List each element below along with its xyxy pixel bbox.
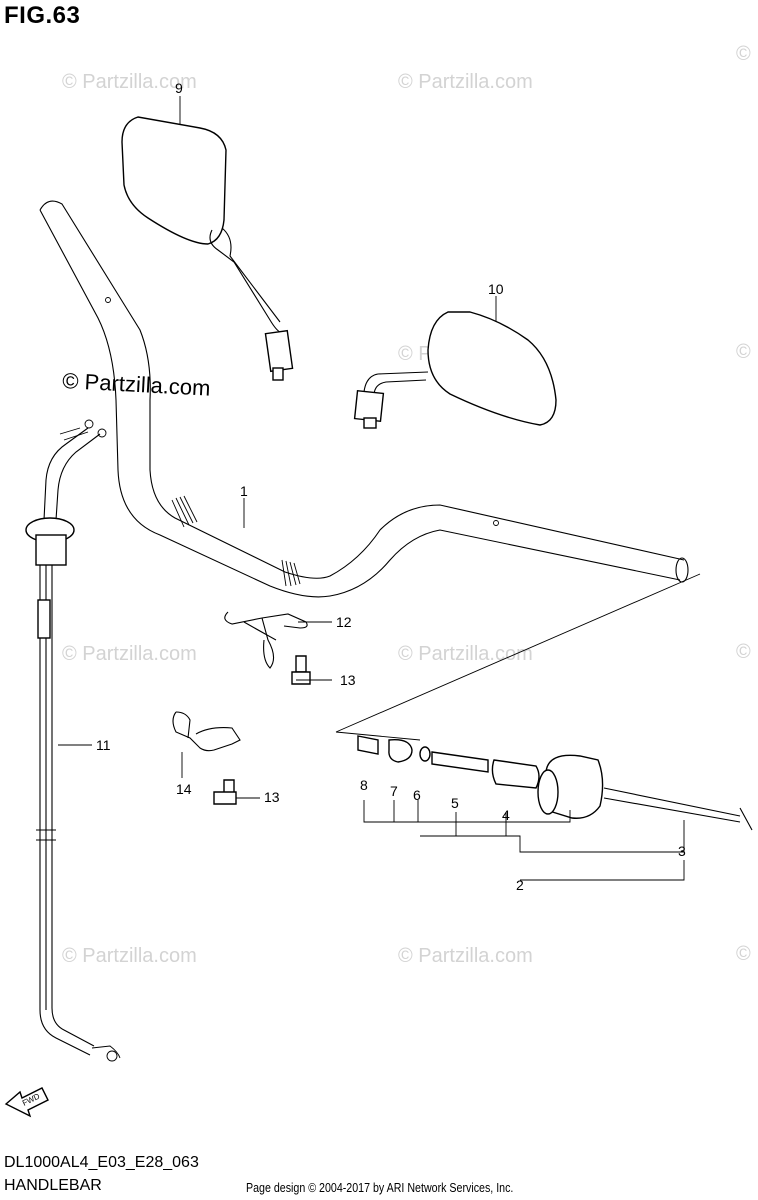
bracket [172,711,241,805]
watermark-symbol: © [736,341,751,363]
callout-14: 14 [176,781,192,797]
callout-8: 8 [360,777,368,793]
callout-12: 12 [336,614,352,630]
diagram-code: DL1000AL4_E03_E28_063 [4,1154,199,1171]
callout-3: 3 [678,843,686,859]
page-credit: Page design © 2004-2017 by ARI Network S… [246,1180,514,1195]
callout-1: 1 [240,483,248,499]
cable-clamp [224,611,311,685]
mirror-left [353,311,557,429]
watermark: © Partzilla.com [62,643,197,665]
callout-2: 2 [516,877,524,893]
watermark: © Partzilla.com [398,71,533,93]
watermark-symbol: © [736,43,751,65]
callout-4: 4 [502,807,510,823]
section-name: HANDLEBAR [4,1177,102,1194]
figure-title: FIG.63 [4,2,81,29]
watermark: © Partzilla.com [398,945,533,967]
callout-11: 11 [96,737,111,753]
balancer-assembly [335,573,753,881]
callout-6: 6 [413,787,421,803]
callout-9: 9 [175,80,183,96]
leader-lines [58,96,497,799]
callout-10: 10 [488,281,504,297]
watermark: © Partzilla.com [398,643,533,665]
callout-13b: 13 [264,789,280,805]
watermark-layer: © Partzilla.com © Partzilla.com © © Part… [62,43,751,967]
callout-7: 7 [390,783,398,799]
fwd-arrow-icon: FWD [4,1087,49,1118]
watermark-dark: © Partzilla.com [62,368,211,401]
watermark: © Partzilla.com [62,945,197,967]
watermark-symbol: © [736,943,751,965]
callout-13: 13 [340,672,356,688]
mirror-right [121,116,294,381]
watermark-symbol: © [736,641,751,663]
handlebar [39,200,689,598]
callout-labels: 9 10 1 12 13 13 14 11 8 7 6 5 4 3 2 [96,80,686,893]
watermark: © Partzilla.com [62,71,197,93]
throttle-cable [25,419,121,1062]
callout-5: 5 [451,795,459,811]
